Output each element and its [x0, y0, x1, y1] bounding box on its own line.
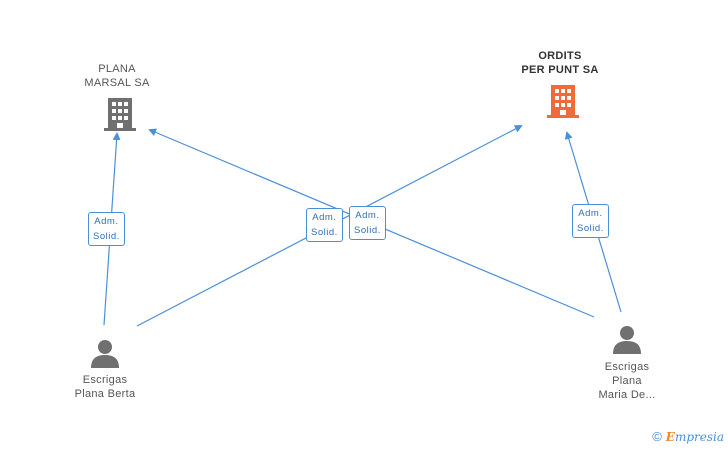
edge-label-berta-plana[interactable]: Adm. Solid.	[88, 212, 125, 246]
company-name-line: PLANA	[98, 63, 136, 75]
edge-label-line: Adm.	[94, 216, 119, 227]
edge-label-line: Adm.	[578, 208, 603, 219]
edge-label-maria-plana[interactable]: Adm. Solid.	[349, 206, 386, 240]
brand-initial: E	[665, 429, 675, 444]
person-icon[interactable]	[90, 338, 120, 368]
edge-label-line: Solid.	[311, 227, 338, 238]
footer-brand: © Empresia	[652, 429, 724, 444]
edge-label-maria-ordits[interactable]: Adm. Solid.	[572, 204, 609, 238]
edge-label-line: Solid.	[354, 225, 381, 236]
edge-label-line: Solid.	[93, 231, 120, 242]
person-name-line: Plana Berta	[74, 388, 136, 400]
company-name-ordits[interactable]: ORDITS PER PUNT SA	[500, 49, 620, 77]
edge-label-line: Adm.	[312, 212, 337, 223]
person-name-berta[interactable]: Escrigas Plana Berta	[45, 373, 165, 401]
person-name-line: Plana	[612, 375, 642, 387]
company-name-line: ORDITS	[538, 50, 582, 62]
edge-label-line: Adm.	[355, 210, 380, 221]
person-name-maria[interactable]: Escrigas Plana Maria De...	[567, 360, 687, 402]
empresia-logo[interactable]: Empresia	[666, 430, 724, 444]
building-icon[interactable]	[104, 96, 136, 132]
copyright-symbol: ©	[652, 429, 662, 444]
edge-label-line: Solid.	[577, 223, 604, 234]
company-name-line: PER PUNT SA	[521, 64, 599, 76]
brand-rest: mpresia	[674, 429, 724, 444]
edge-label-berta-ordits[interactable]: Adm. Solid.	[306, 208, 343, 242]
person-name-line: Escrigas	[604, 361, 650, 373]
company-name-plana[interactable]: PLANA MARSAL SA	[57, 62, 177, 90]
person-icon[interactable]	[612, 324, 642, 354]
person-name-line: Escrigas	[82, 374, 128, 386]
company-name-line: MARSAL SA	[84, 77, 150, 89]
building-icon[interactable]	[547, 83, 579, 119]
person-name-line: Maria De...	[598, 389, 656, 401]
